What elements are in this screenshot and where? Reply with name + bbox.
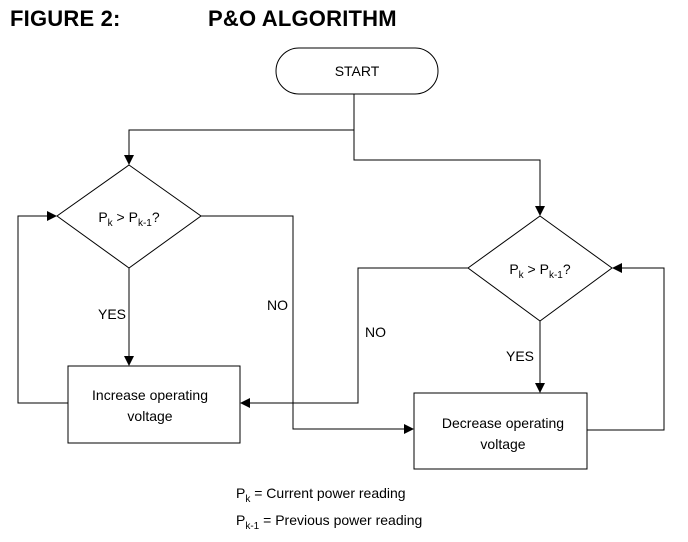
decrease-voltage-box bbox=[413, 392, 588, 470]
legend-current: Pk = Current power reading bbox=[236, 485, 406, 505]
label-right-no: NO bbox=[365, 324, 386, 340]
increase-voltage-box bbox=[67, 365, 241, 444]
edge-start-to-left bbox=[124, 94, 355, 165]
edge-decrease-loop bbox=[587, 263, 665, 431]
edge-right-no bbox=[240, 267, 468, 408]
start-terminal bbox=[275, 47, 439, 95]
figure-label: FIGURE 2: bbox=[10, 6, 121, 31]
label-left-no: NO bbox=[267, 297, 288, 313]
decision-right-label: Pk > Pk-1? bbox=[509, 261, 571, 281]
decrease-voltage-line2: voltage bbox=[480, 436, 525, 452]
start-label: START bbox=[335, 63, 380, 79]
edge-start-to-right bbox=[353, 130, 545, 216]
label-right-yes: YES bbox=[506, 348, 534, 364]
edge-increase-loop bbox=[17, 211, 68, 404]
figure-title: P&O ALGORITHM bbox=[208, 6, 397, 31]
increase-voltage-line2: voltage bbox=[127, 408, 172, 424]
increase-voltage-line1: Increase operating bbox=[92, 387, 208, 403]
label-left-yes: YES bbox=[98, 306, 126, 322]
edge-left-no bbox=[201, 215, 414, 434]
legend-previous: Pk-1 = Previous power reading bbox=[236, 512, 422, 532]
decision-left-label: Pk > Pk-1? bbox=[98, 209, 160, 229]
decrease-voltage-line1: Decrease operating bbox=[442, 415, 564, 431]
